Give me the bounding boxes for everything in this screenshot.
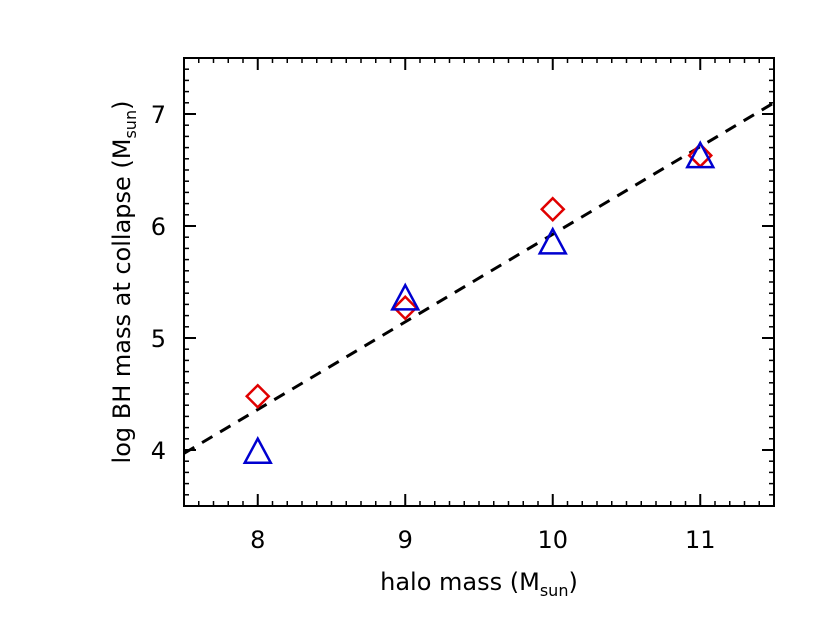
y-axis-label-sub: sun xyxy=(121,110,140,139)
y-tick-label: 5 xyxy=(151,325,166,353)
x-axis-label: halo mass (Msun) xyxy=(380,568,578,600)
y-tick-label: 7 xyxy=(151,101,166,129)
triangle-marker xyxy=(685,140,716,169)
y-tick-label: 4 xyxy=(151,437,166,465)
x-axis-label-close: ) xyxy=(568,568,577,596)
y-tick-labels: 4 5 6 7 xyxy=(151,101,166,465)
y-axis-label-close: ) xyxy=(108,101,136,110)
diamond-marker xyxy=(392,294,419,321)
triangle-marker xyxy=(390,282,421,311)
triangle-marker xyxy=(242,435,273,465)
diamond-marker xyxy=(539,196,566,222)
markers-group xyxy=(242,140,716,465)
x-tick-labels: 8 9 10 11 xyxy=(250,526,715,554)
x-tick-label: 11 xyxy=(685,526,716,554)
x-axis-label-sub: sun xyxy=(540,581,569,600)
x-tick-label: 8 xyxy=(250,526,265,554)
y-axis-label: log BH mass at collapse (Msun) xyxy=(108,101,140,464)
minor-ticks xyxy=(184,58,774,506)
x-axis-label-main: halo mass (M xyxy=(380,568,540,596)
diamond-marker xyxy=(244,383,271,410)
plot-frame xyxy=(183,57,775,507)
y-tick-label: 6 xyxy=(151,213,166,241)
y-axis-label-main: log BH mass at collapse (M xyxy=(108,139,136,464)
triangle-marker xyxy=(537,226,568,255)
major-ticks xyxy=(184,58,774,506)
x-tick-label: 10 xyxy=(537,526,568,554)
fit-line xyxy=(183,101,775,455)
x-tick-label: 9 xyxy=(398,526,413,554)
fit-line-group xyxy=(183,101,775,455)
